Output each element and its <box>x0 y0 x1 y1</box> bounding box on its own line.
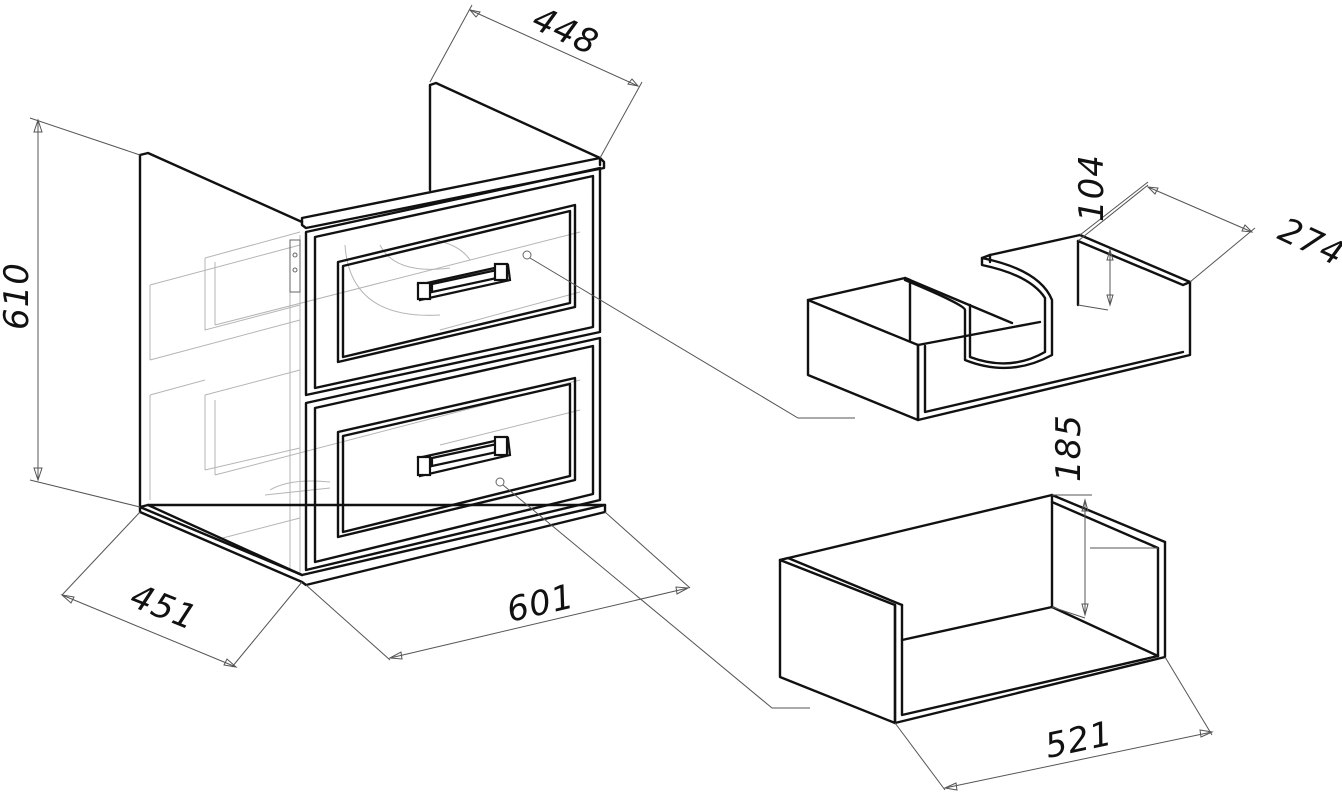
lower-drawer-box <box>778 493 1167 725</box>
lower-leader-dot <box>495 477 505 487</box>
lower-drawer-handle <box>416 435 512 478</box>
sink-cutout <box>903 256 1054 370</box>
dim-label-521: 521 <box>1042 714 1117 767</box>
lower-drawer-front <box>304 336 602 572</box>
dimension-labels: 448 610 451 601 104 274 185 521 <box>0 0 1342 767</box>
cabinet-top-rail <box>300 156 606 230</box>
cabinet-right-panel <box>428 81 602 192</box>
cabinet-hidden-lines <box>149 231 581 575</box>
dim-label-448: 448 <box>526 0 604 64</box>
dimension-lines <box>29 4 1256 791</box>
dim-label-104: 104 <box>1072 154 1112 222</box>
dim-label-601: 601 <box>503 577 578 631</box>
upper-leader-dot <box>522 250 532 260</box>
dim-label-274: 274 <box>1272 210 1342 275</box>
upper-drawer-box <box>806 233 1192 422</box>
dim-label-610: 610 <box>0 262 37 330</box>
upper-drawer-front <box>304 166 602 397</box>
lower-leader-line <box>502 484 810 709</box>
dim-label-185: 185 <box>1049 414 1089 482</box>
cabinet-base <box>138 503 607 587</box>
cabinet <box>138 81 855 709</box>
upper-leader-line <box>529 257 855 419</box>
upper-drawer-handle <box>416 262 512 302</box>
dim-label-451: 451 <box>125 576 203 639</box>
hinge-bracket <box>289 239 301 293</box>
